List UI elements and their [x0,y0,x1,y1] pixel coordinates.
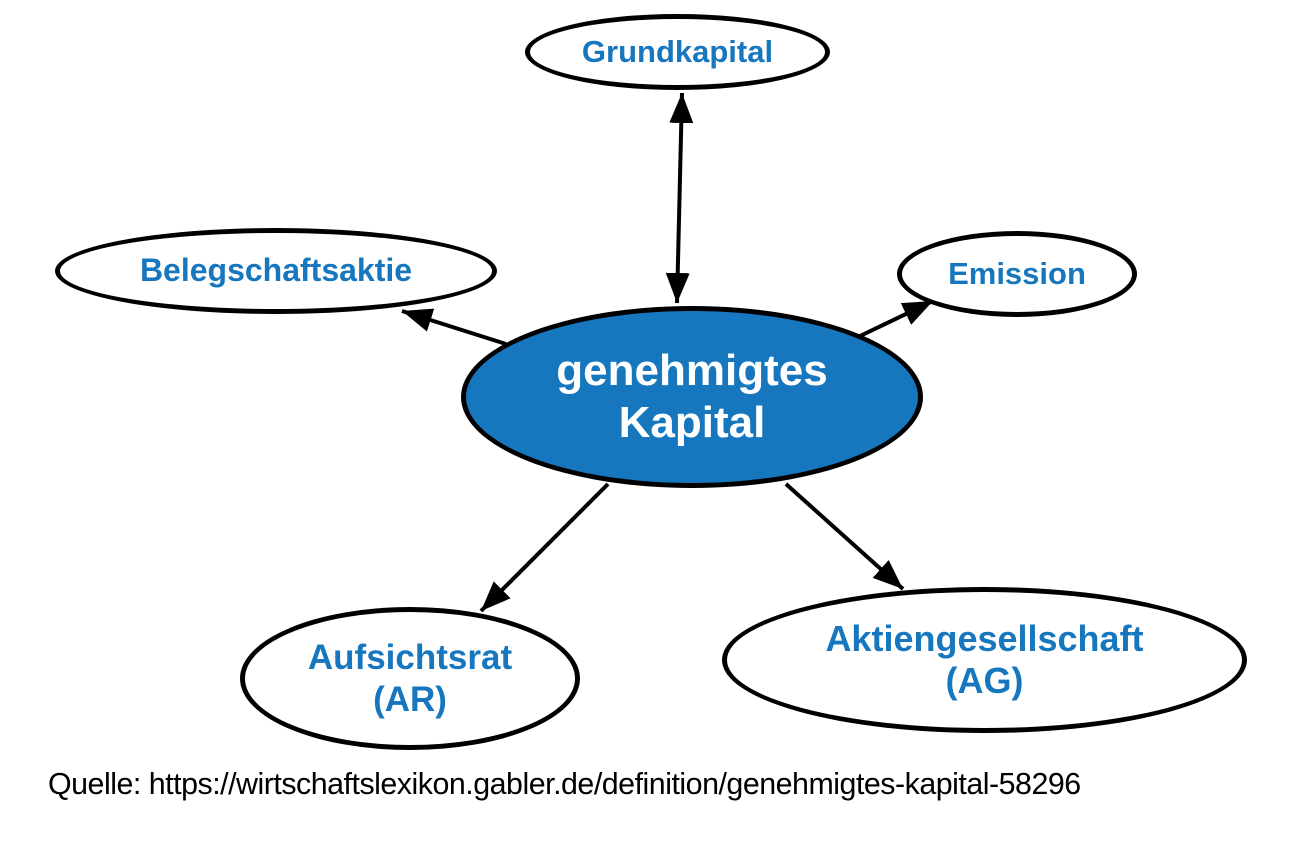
node-aufsichtsrat[interactable]: Aufsichtsrat (AR) [240,607,580,750]
node-center-label-line2: Kapital [618,398,766,447]
node-aufsichtsrat-label-line1: Aufsichtsrat [307,638,513,678]
node-aktiengesellschaft-label-line1: Aktiengesellschaft [825,617,1144,659]
node-aktiengesellschaft-label-line2: (AG) [945,660,1024,701]
source-caption: Quelle: https://wirtschaftslexikon.gable… [48,766,1081,801]
node-center-label-line1: genehmigtes [556,346,828,396]
node-emission-label: Emission [948,255,1086,291]
node-belegschaftsaktie[interactable]: Belegschaftsaktie [55,228,497,314]
node-aktiengesellschaft[interactable]: Aktiengesellschaft (AG) [722,587,1247,733]
edge-center-grundkapital [665,92,694,304]
edge-center-aufsichtsrat [479,482,610,613]
edge-center-aktiengesellschaft [784,482,905,591]
node-grundkapital[interactable]: Grundkapital [525,14,830,90]
node-belegschaftsaktie-label: Belegschaftsaktie [139,252,413,289]
edge-center-emission [857,299,934,339]
node-grundkapital-label: Grundkapital [581,33,774,69]
node-aufsichtsrat-label-line2: (AR) [373,679,447,719]
node-center-genehmigtes-kapital: genehmigtes Kapital [461,306,923,488]
edge-center-belegschaftsaktie [401,308,507,346]
node-emission[interactable]: Emission [897,231,1137,317]
